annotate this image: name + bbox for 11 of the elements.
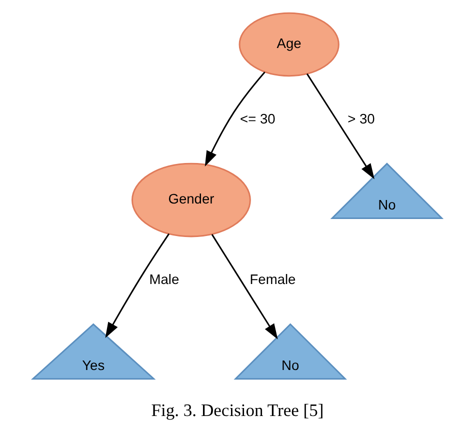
- edge-label: Female: [249, 272, 296, 287]
- arrow: [210, 234, 278, 340]
- node-ellipse: Gender: [131, 162, 250, 238]
- caption: Fig. 3. Decision Tree [5]: [150, 400, 324, 420]
- arrow: [306, 73, 374, 180]
- arrow: [204, 72, 265, 167]
- edge-label: <= 30: [240, 111, 275, 126]
- arrow: [104, 233, 170, 338]
- node-ellipse: Age: [238, 12, 339, 77]
- edge-label: > 30: [347, 111, 374, 126]
- edge-label: Male: [148, 272, 179, 287]
